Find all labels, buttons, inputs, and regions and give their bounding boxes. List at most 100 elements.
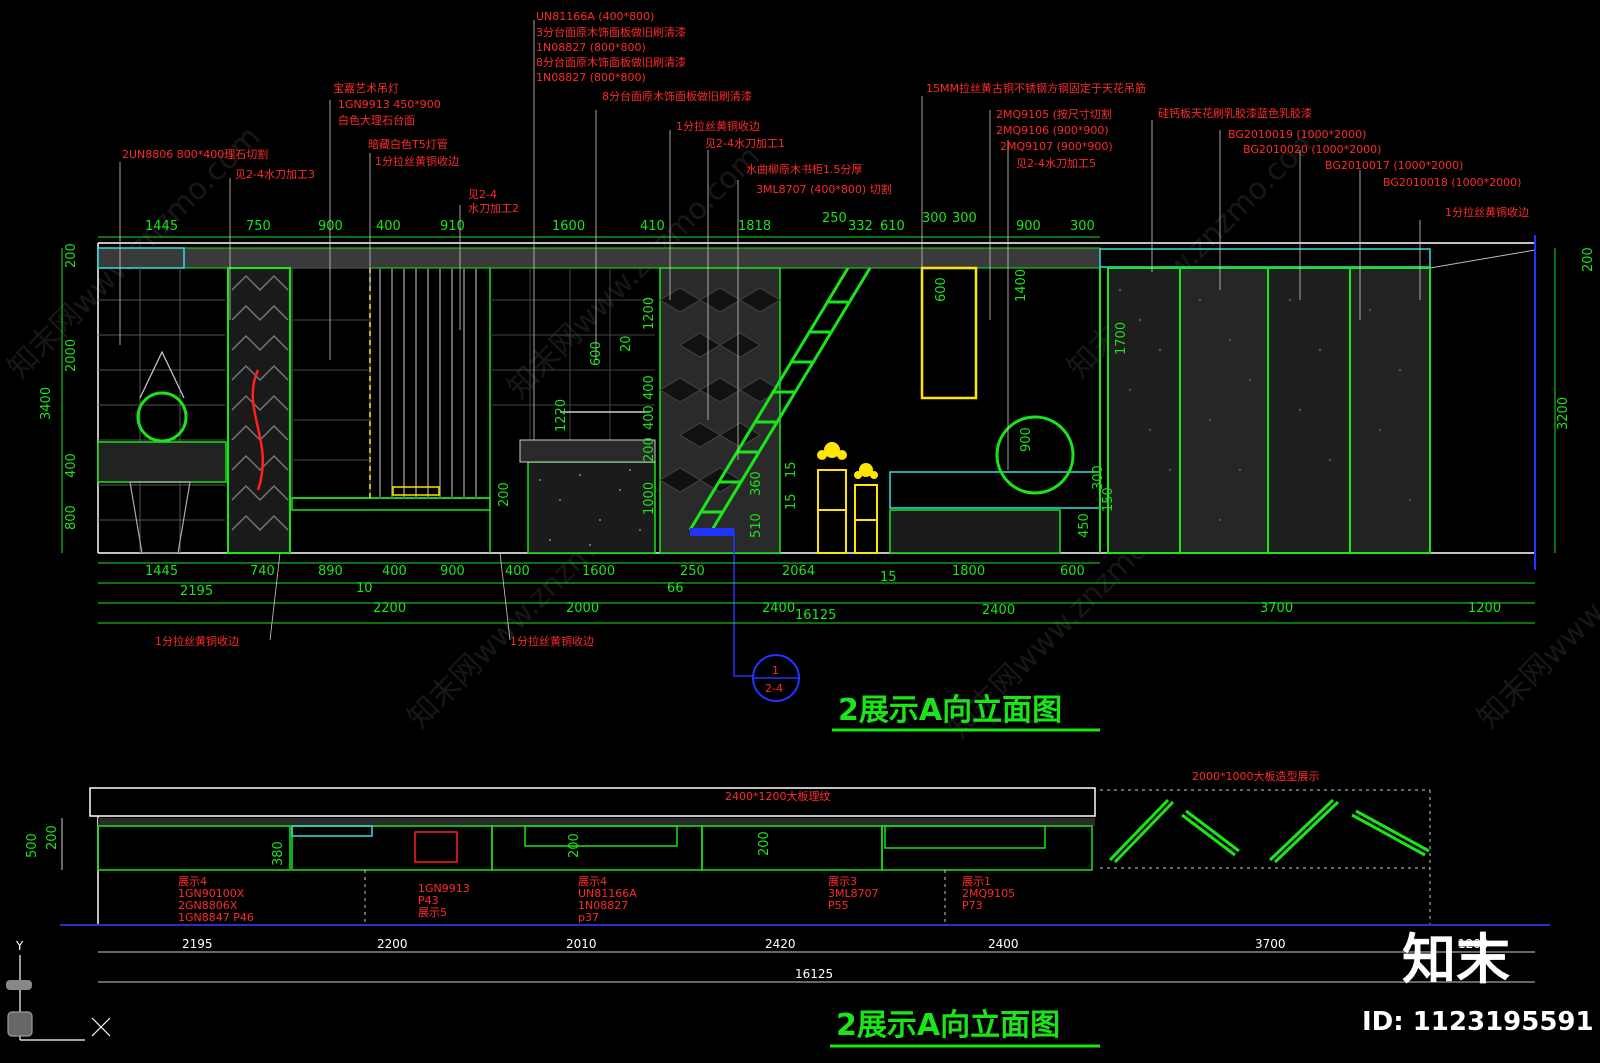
tile-grid-bath (292, 319, 370, 461)
annotation-text: 2MQ9107 (900*900) (1000, 140, 1113, 153)
right-end-ceiling (1429, 249, 1536, 269)
dimension-label: 2400 (988, 937, 1019, 951)
annotation-text: 硅钙板天花刷乳胶漆蓝色乳胶漆 (1158, 106, 1312, 120)
plan-note-line: 1GN8847 P46 (178, 911, 254, 924)
annotation-text: BG2010019 (1000*2000) (1228, 128, 1366, 141)
annotation-text: BG2010020 (1000*2000) (1243, 143, 1381, 156)
dimension-label: 2010 (566, 937, 597, 951)
annotation-text: 暗藏白色T5灯管 (368, 137, 448, 151)
plan-dims-bottom: 2195 2200 2010 2420 2400 3700 1200 (182, 937, 1489, 951)
dimension-label: 3200 (1556, 397, 1571, 430)
dimension-label: 200 (1581, 247, 1596, 272)
dimension-total: 16125 (795, 608, 836, 623)
annotation-text: 1分拉丝黄铜收边 (155, 634, 239, 648)
annotation-text: 见2-4 (468, 188, 497, 201)
terrazzo-speckles (539, 469, 641, 546)
dimension-label: 2195 (180, 584, 213, 599)
annotation-text: BG2010017 (1000*2000) (1325, 159, 1463, 172)
dimension-label: 600 (1060, 564, 1085, 579)
plan-dimension-total: 16125 (795, 967, 833, 981)
dimension-label: 2420 (765, 937, 796, 951)
dimension-label: 600 (589, 341, 604, 366)
dimension-label: 1600 (582, 564, 615, 579)
dimension-label: 1200 (1458, 937, 1489, 951)
shower-hose (251, 369, 264, 491)
plan-note-line: 3ML8707 (828, 887, 879, 900)
plan-strip (98, 818, 1095, 826)
dimension-label: 20 (619, 335, 634, 352)
annotation-text: 2UN8806 800*400理石切割 (122, 147, 268, 161)
cube-pattern-wall (659, 267, 781, 554)
dimension-label: 300 (922, 211, 947, 226)
annotation-text: 2MQ9106 (900*900) (996, 124, 1109, 137)
plan-dimension-lines (61, 818, 1535, 983)
dimension-label: 2200 (377, 937, 408, 951)
dimension-label: 2195 (182, 937, 213, 951)
dimension-label: 332 (848, 219, 873, 234)
dims-right: 200 3200 (1556, 247, 1596, 430)
annotation-text: 1N08827 (800*800) (536, 41, 646, 54)
plan-label-top: 2400*1200大板理纹 (725, 789, 831, 803)
dimension-label: 400 (64, 453, 79, 478)
plan-note-line: 2GN8806X (178, 899, 238, 912)
dimension-label: 400 (505, 564, 530, 579)
dimension-label: 600 (934, 277, 949, 302)
dimension-label: 1818 (738, 219, 771, 234)
plan-fixtures (97, 825, 1093, 871)
slat-panel (379, 268, 477, 498)
dimension-label: 400 (376, 219, 401, 234)
plan-dims-left: 500 200 (25, 825, 60, 858)
dimension-label: 400 (642, 375, 657, 400)
dimension-label: 200 (45, 825, 60, 850)
dimension-label: 1200 (1468, 601, 1501, 616)
bath-tub-yellow (392, 486, 440, 496)
dimension-label: 910 (440, 219, 465, 234)
plan-note-line: p37 (578, 911, 599, 924)
dimension-label: 890 (318, 564, 343, 579)
leader-lines (119, 20, 1421, 641)
vanity-counter (97, 441, 227, 483)
plan-note-line: P43 (418, 894, 439, 907)
dimension-label: 1600 (552, 219, 585, 234)
dimension-label: 510 (749, 513, 764, 538)
dimension-label: 66 (667, 581, 684, 596)
image-id: ID: 1123195591 (1362, 1007, 1594, 1037)
dimension-label: 2000 (566, 601, 599, 616)
plan-note-line: UN81166A (578, 887, 637, 900)
dimension-label: 380 (271, 841, 286, 866)
dimension-label: 15 (784, 493, 799, 510)
plan-note-line: 展示4 (578, 875, 607, 888)
dimension-label: 360 (749, 471, 764, 496)
drawing-title-bottom: 2展示A向立面图 (836, 1008, 1060, 1043)
plan-note-line: P55 (828, 899, 849, 912)
annotation-text: 见2-4水刀加工5 (1016, 157, 1096, 170)
ceiling-cyan-edge (97, 247, 185, 269)
dimension-label: 15 (784, 461, 799, 478)
plan-note-line: P73 (962, 899, 983, 912)
dimension-label: 250 (680, 564, 705, 579)
dimension-label: 300 (952, 211, 977, 226)
annotation-text: 8分台面原木饰面板做旧刷清漆 (536, 55, 686, 69)
plan-note-line: 2MQ9105 (962, 887, 1015, 900)
dimension-label: 10 (356, 581, 373, 596)
annotation-text: 1N08827 (800*800) (536, 71, 646, 84)
plan-note-line: 展示5 (418, 906, 447, 919)
ladder (688, 267, 872, 531)
flower-decor (817, 442, 878, 479)
dimension-label: 300 (1070, 219, 1095, 234)
dimension-label: 2200 (373, 601, 406, 616)
ladder-base (690, 528, 734, 536)
hanging-frame (920, 266, 978, 400)
dimension-label: 3700 (1255, 937, 1286, 951)
dimension-label: 200 (64, 243, 79, 268)
cabinet-top (889, 471, 1101, 509)
dimension-label: 200 (567, 833, 582, 858)
dimension-label: 500 (25, 833, 40, 858)
plan-note-line: 1GN9913 (418, 882, 470, 895)
